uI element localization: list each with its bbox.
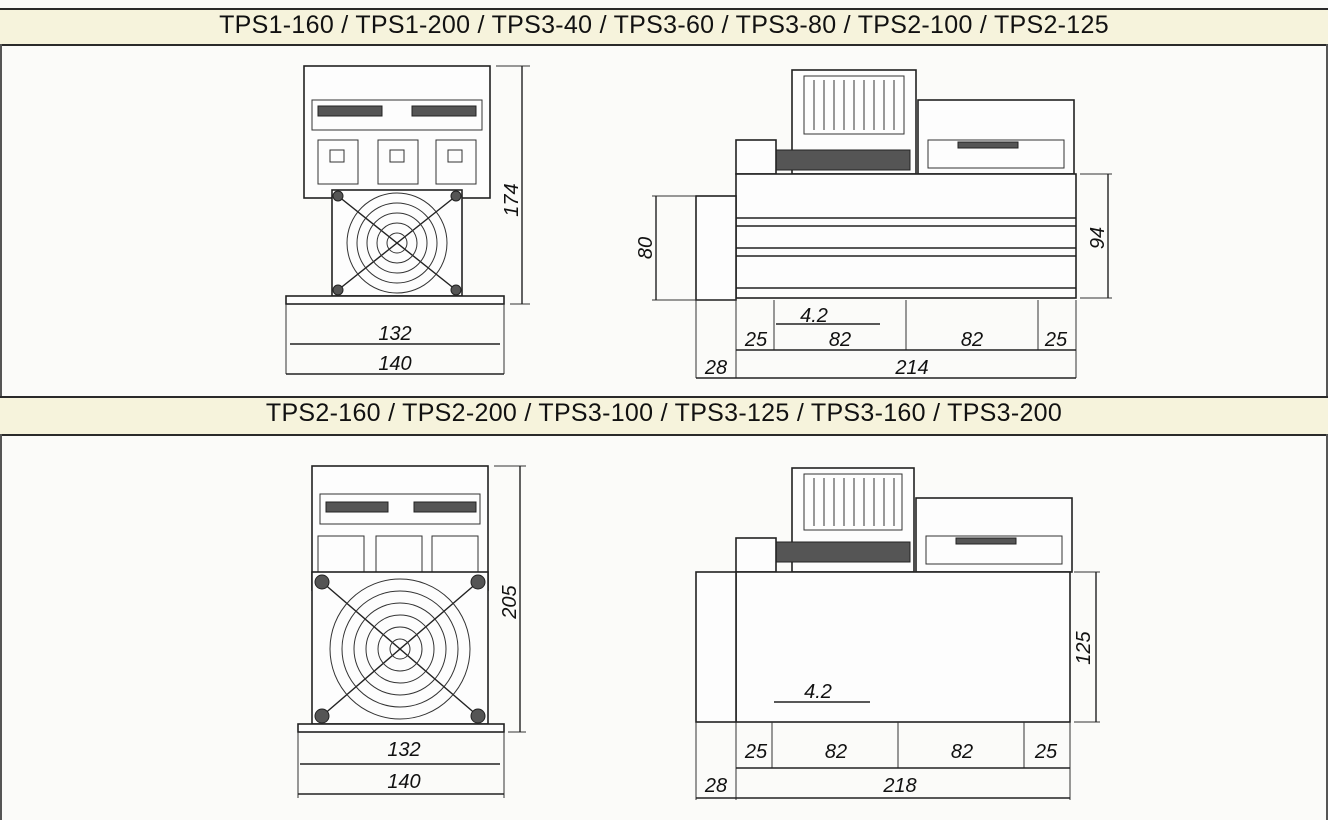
section-header-top: TPS1-160 / TPS1-200 / TPS3-40 / TPS3-60 … — [0, 8, 1328, 46]
spacing-a-label-top: 25 — [744, 329, 768, 351]
side-right-height-label-bottom: 125 — [1073, 630, 1095, 664]
side-view-top: 80 94 4.2 25 82 82 25 28 214 — [635, 69, 1112, 379]
spacing-c-label-bottom: 82 — [951, 741, 973, 763]
side-left-height-label-top: 80 — [635, 237, 657, 259]
front-height-label-bottom: 205 — [499, 584, 521, 619]
length-label-bottom: 218 — [882, 775, 916, 797]
side-view-bottom: 125 4.2 25 82 82 25 28 218 — [695, 467, 1100, 800]
front-view-top: 132 140 174 — [285, 65, 530, 375]
spacing-b-label-bottom: 82 — [825, 741, 847, 763]
front-inner-width-label-top: 132 — [378, 323, 411, 345]
top-drawings: 132 140 174 — [285, 65, 1112, 379]
drawing-panel-top — [0, 44, 1328, 396]
spacing-a-label-bottom: 25 — [744, 741, 768, 763]
section-title-bottom: TPS2-160 / TPS2-200 / TPS3-100 / TPS3-12… — [265, 399, 1063, 427]
offset-label-bottom: 28 — [704, 775, 727, 797]
hole-label-bottom: 4.2 — [804, 681, 832, 703]
section-header-bottom: TPS2-160 / TPS2-200 / TPS3-100 / TPS3-12… — [0, 396, 1328, 436]
spacing-d-label-bottom: 25 — [1034, 741, 1058, 763]
offset-label-top: 28 — [704, 357, 727, 379]
side-right-height-label-top: 94 — [1087, 227, 1109, 249]
length-label-top: 214 — [894, 357, 928, 379]
front-outer-width-label-top: 140 — [378, 353, 411, 375]
front-view-bottom: 132 140 205 — [297, 465, 526, 798]
drawing-panel-bottom — [0, 434, 1328, 820]
spacing-c-label-top: 82 — [961, 329, 983, 351]
bottom-drawings: 132 140 205 125 4.2 25 82 — [297, 465, 1100, 800]
front-height-label-top: 174 — [501, 183, 523, 216]
spacing-b-label-top: 82 — [829, 329, 851, 351]
section-title-top: TPS1-160 / TPS1-200 / TPS3-40 / TPS3-60 … — [219, 11, 1109, 39]
spacing-d-label-top: 25 — [1044, 329, 1068, 351]
front-outer-width-label-bottom: 140 — [387, 771, 420, 793]
front-inner-width-label-bottom: 132 — [387, 739, 420, 761]
hole-label-top: 4.2 — [800, 305, 828, 327]
